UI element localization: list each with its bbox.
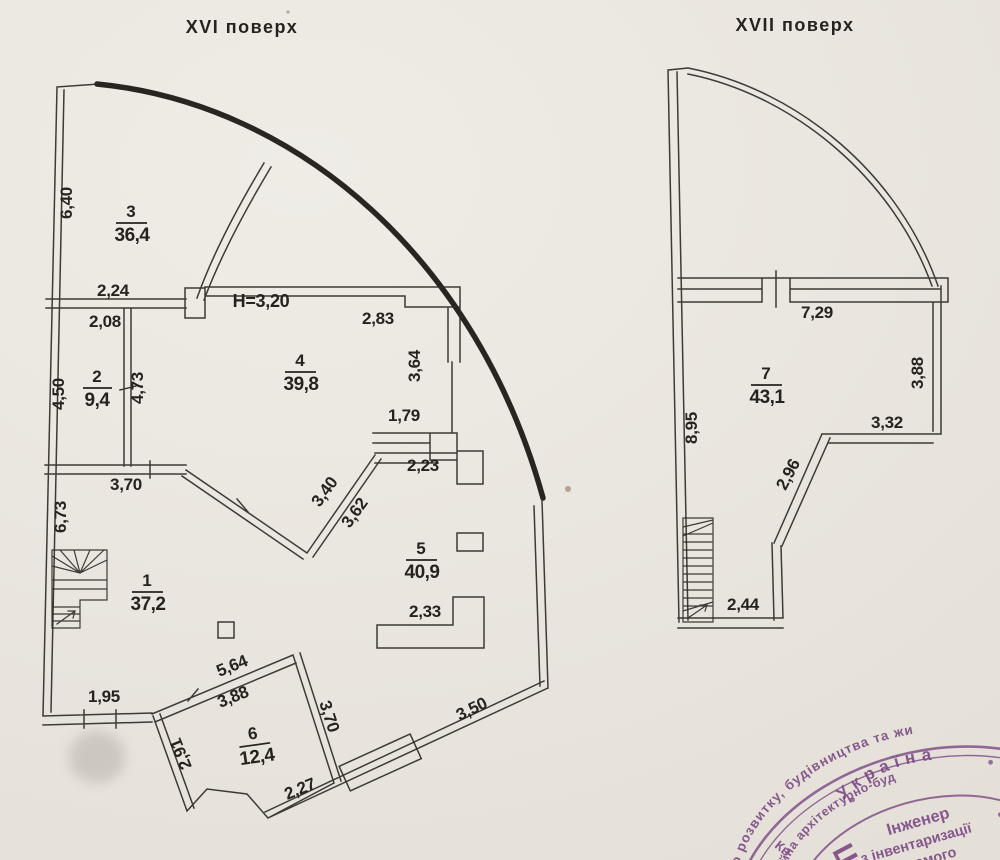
room-area: 40,9	[405, 562, 440, 583]
room-number: 7	[761, 364, 770, 383]
dim-label: 2,08	[89, 312, 121, 331]
dim-label: 2,33	[409, 602, 441, 621]
stairs-icon	[682, 517, 714, 623]
room-label-7: 7 43,1	[750, 364, 786, 408]
dim-label: 3,62	[337, 494, 371, 531]
plan-title: XVII поверх	[736, 15, 855, 35]
stamp-separator-dot	[997, 812, 1000, 817]
plan-title: XVI поверх	[186, 17, 299, 37]
stamp-outer-ring-2	[742, 754, 1000, 860]
room-area: 9,4	[85, 390, 111, 411]
dim-label: 1,79	[388, 406, 420, 425]
room-area: 37,2	[131, 594, 166, 615]
room-area: 43,1	[750, 387, 786, 408]
dim-label: 2,83	[362, 309, 394, 328]
certification-stamp: ального розвитку, будівництва та жи Атес…	[689, 720, 1000, 860]
dim-label: 4,50	[49, 378, 68, 410]
stamp-separator-dot	[850, 797, 855, 803]
room-label-5: 5 40,9	[405, 539, 440, 583]
stamp-inner-ring	[792, 794, 1000, 860]
floor-plan-xvi: XVI поверх 1 37,2 2 9,4 3 36,4 4 39,8	[42, 17, 549, 820]
dim-label: 7,29	[801, 303, 833, 322]
dim-label: 3,70	[315, 698, 343, 734]
dim-label: 2,44	[727, 595, 760, 614]
room-label-1: 1 37,2	[131, 571, 166, 615]
smudge	[69, 731, 125, 783]
dim-label: 2,23	[407, 456, 439, 475]
walls	[42, 83, 549, 820]
room-label-4: 4 39,8	[284, 351, 319, 395]
dim-label: 3,70	[110, 475, 142, 494]
fraction-bar	[239, 741, 271, 748]
room-number: 4	[295, 351, 305, 370]
dim-label: 1,95	[88, 687, 120, 706]
room-area: 39,8	[284, 374, 319, 395]
room-number: 1	[142, 571, 151, 590]
room-number: 6	[247, 724, 259, 744]
room-number: 2	[92, 367, 101, 386]
facade-arc	[94, 81, 546, 501]
dim-label: 8,95	[682, 412, 701, 444]
room-label-3: 3 36,4	[115, 202, 151, 246]
stairs-icon	[51, 549, 108, 629]
dim-label: 3,40	[307, 473, 341, 510]
floor-plan-xvii: XVII поверх 7 43,1 7,29 8,95 3,88 3,32 2…	[667, 15, 949, 629]
room-area: 12,4	[238, 744, 276, 770]
dim-label: 5,64	[214, 651, 251, 681]
dim-label: 6,40	[57, 187, 76, 219]
room-area: 36,4	[115, 225, 151, 246]
room-number: 3	[126, 202, 135, 221]
room-label-6: 6 12,4	[238, 724, 276, 771]
dim-label: 3,88	[908, 357, 927, 389]
dim-label: 2,24	[97, 281, 130, 300]
dim-label: 3,50	[453, 694, 490, 725]
stamp-separator-dot	[988, 759, 993, 765]
dim-label: 3,32	[871, 413, 903, 432]
speck	[565, 486, 571, 492]
dim-label: 2,27	[282, 774, 319, 804]
room-label-2: 2 9,4	[83, 367, 112, 411]
dim-label: 3,88	[215, 682, 252, 712]
paper-blemishes	[69, 10, 571, 783]
height-note: H=3,20	[233, 291, 290, 311]
wall-pier	[338, 733, 423, 792]
room-number: 5	[416, 539, 425, 558]
dim-label: 4,73	[128, 372, 147, 404]
dim-label: 6,73	[51, 501, 70, 533]
walls	[667, 67, 949, 629]
speck	[286, 10, 290, 14]
stamp-outer-ring	[732, 745, 1000, 860]
dim-label: 3,64	[405, 349, 424, 382]
